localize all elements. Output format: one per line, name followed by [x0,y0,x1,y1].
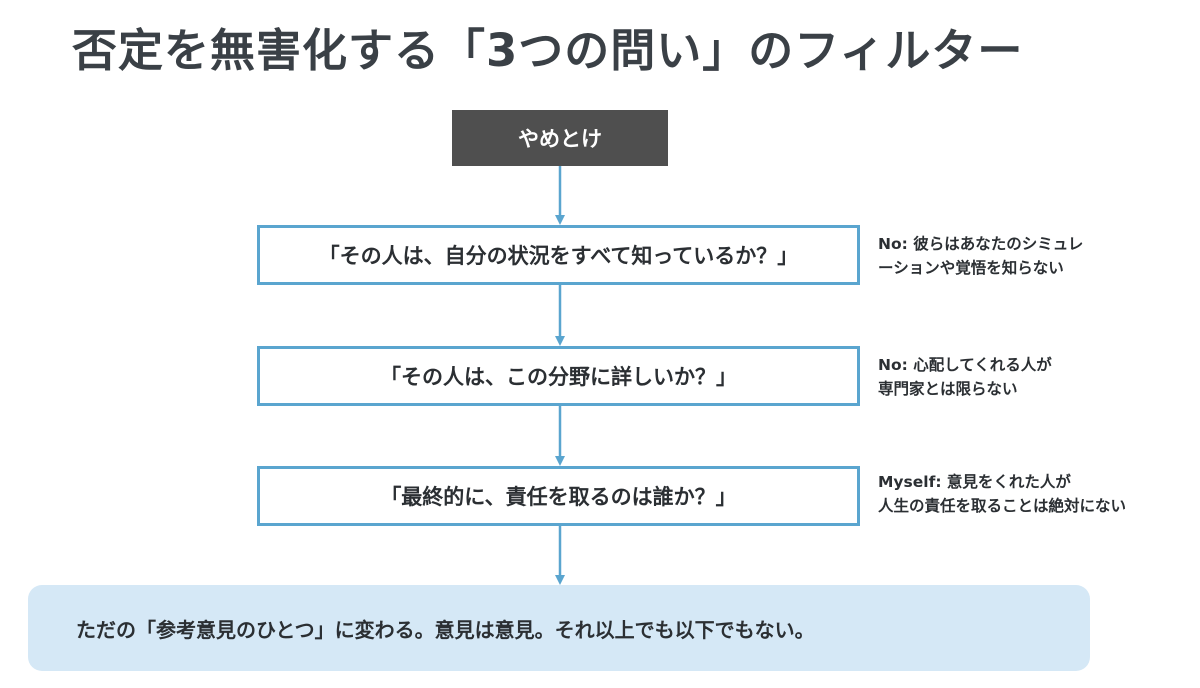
result-box: ただの「参考意見のひとつ」に変わる。意見は意見。それ以上でも以下でもない。 [28,585,1090,671]
answer-note-2: No: 心配してくれる人が 専門家とは限らない [878,353,1052,401]
answer-note-2-line2: 専門家とは限らない [878,380,1018,398]
question-text-3: 「最終的に、責任を取るのは誰か？」 [380,485,737,509]
answer-note-2-line1: No: 心配してくれる人が [878,356,1052,374]
answer-note-1: No: 彼らはあなたのシミュレ ーションや覚悟を知らない [878,232,1083,280]
result-text: ただの「参考意見のひとつ」に変わる。意見は意見。それ以上でも以下でもない。 [76,617,815,642]
answer-note-3-line1: Myself: 意見をくれた人が [878,473,1071,491]
start-node: やめとけ [452,110,668,166]
answer-note-1-line2: ーションや覚悟を知らない [878,259,1064,277]
page-title: 否定を無害化する「3つの問い」のフィルター [72,24,1024,77]
start-label: やめとけ [518,127,602,151]
question-box-2: 「その人は、この分野に詳しいか？」 [257,346,860,406]
answer-note-3-line2: 人生の責任を取ることは絶対にない [878,497,1127,515]
question-box-1: 「その人は、自分の状況をすべて知っているか？」 [257,225,860,285]
answer-note-3: Myself: 意見をくれた人が 人生の責任を取ることは絶対にない [878,470,1126,518]
answer-note-1-line1: No: 彼らはあなたのシミュレ [878,235,1084,253]
question-text-2: 「その人は、この分野に詳しいか？」 [380,365,737,389]
question-text-1: 「その人は、自分の状況をすべて知っているか？」 [318,244,799,268]
question-box-3: 「最終的に、責任を取るのは誰か？」 [257,466,860,526]
